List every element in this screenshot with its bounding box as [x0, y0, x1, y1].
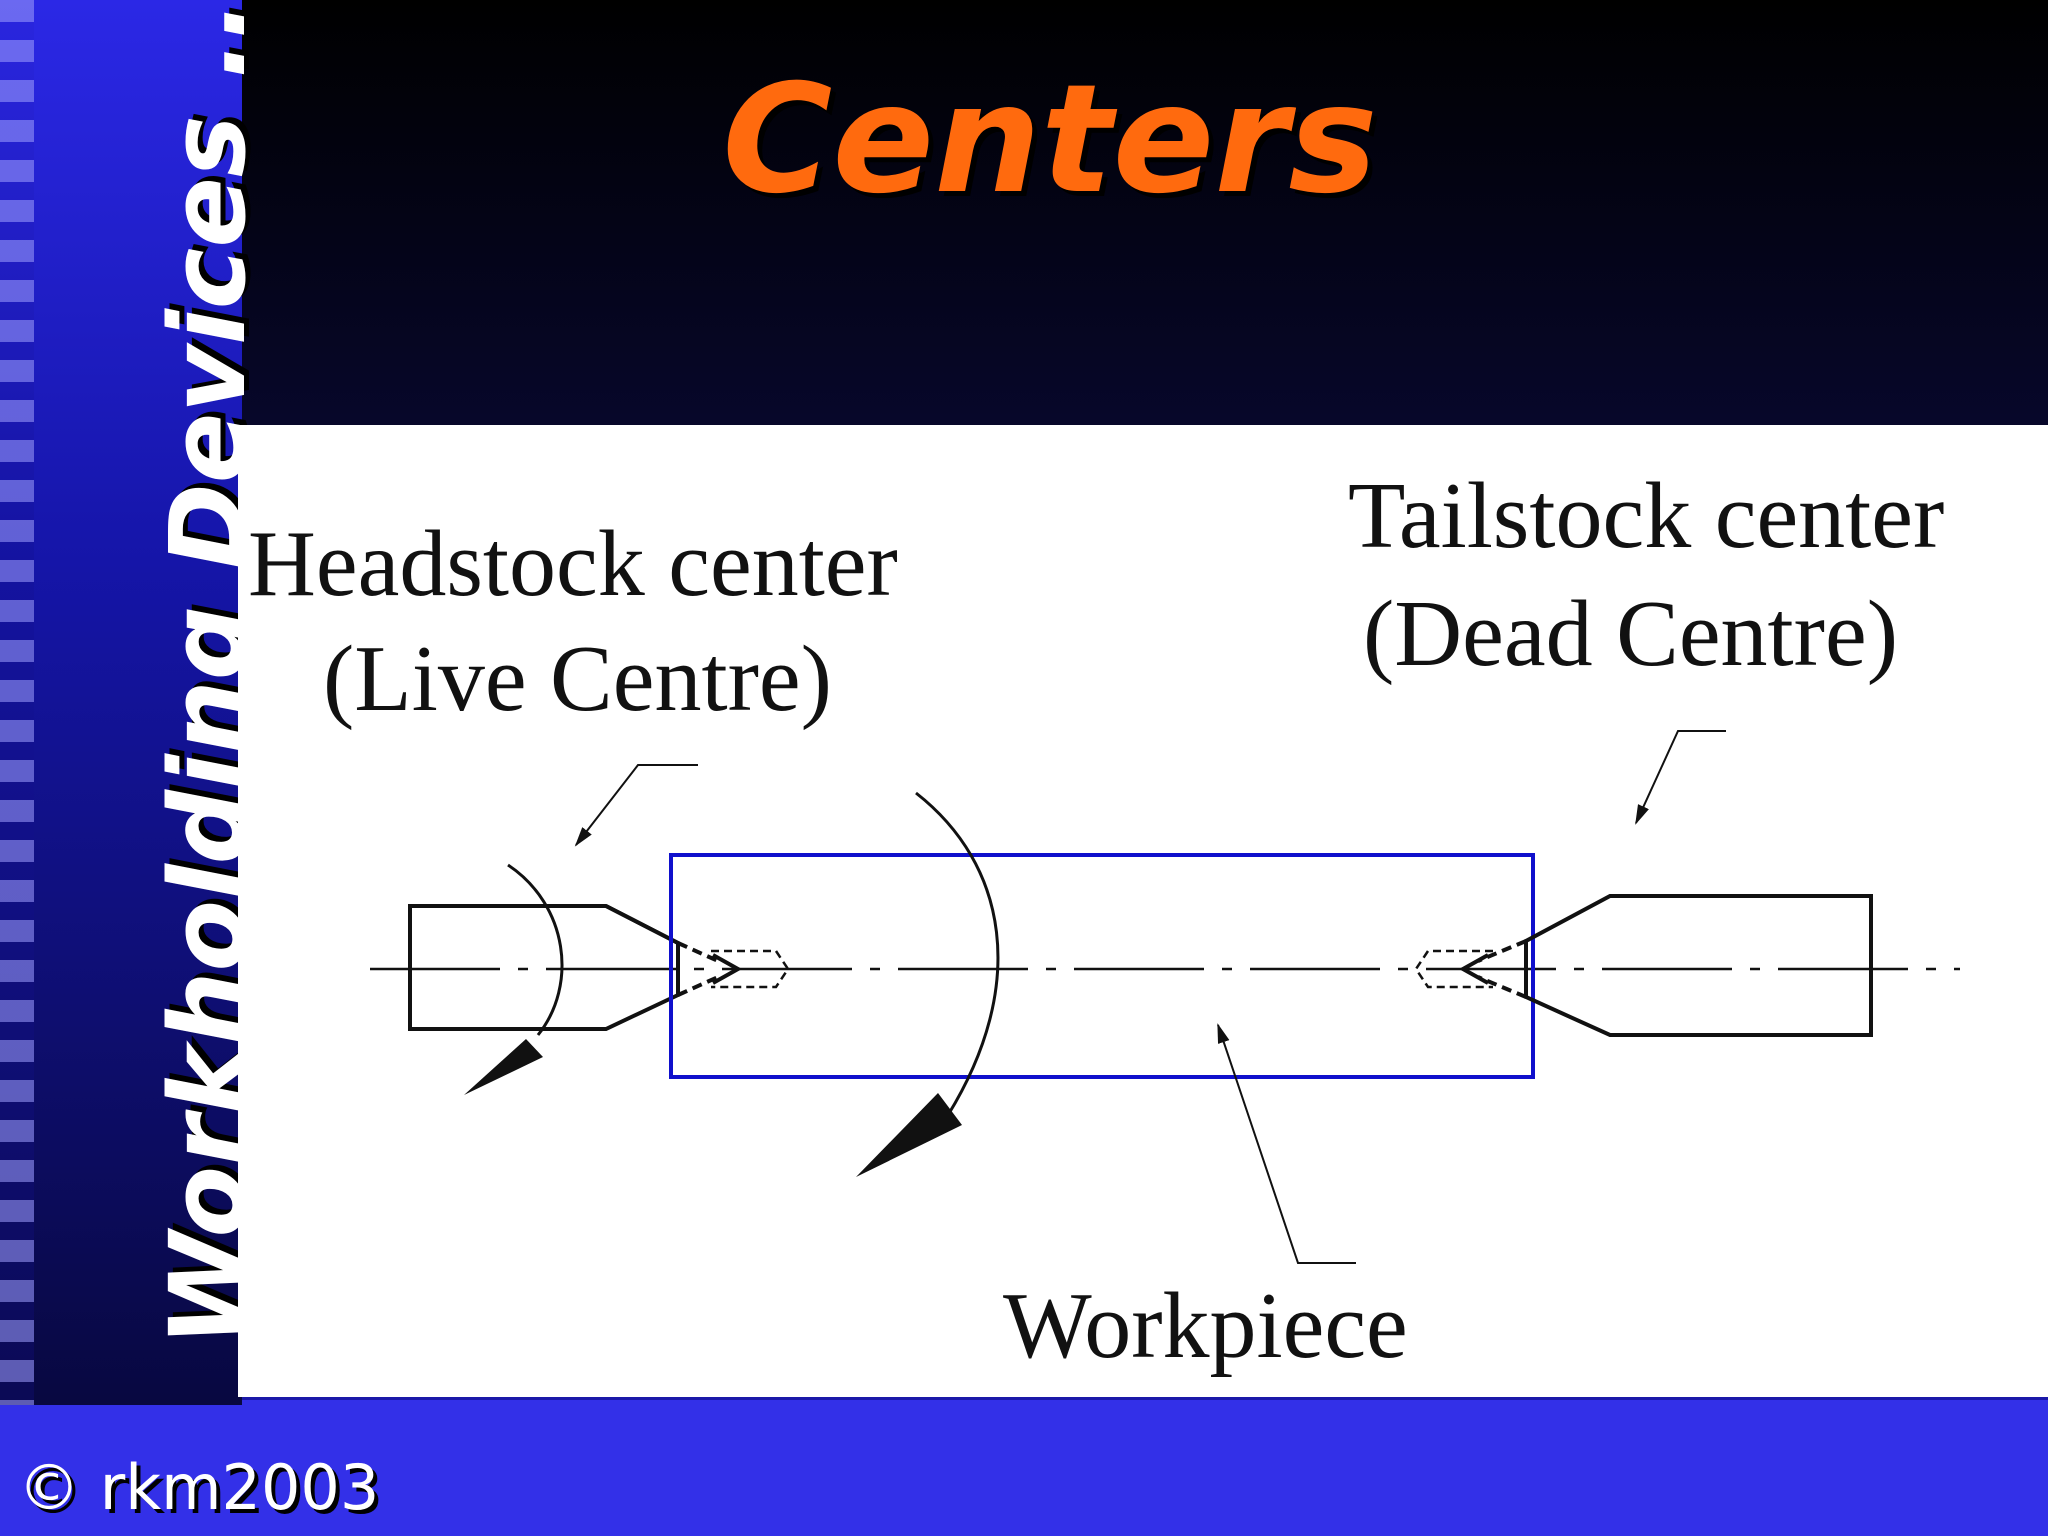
lathe-centers-diagram: Headstock center (Live Centre) Tailstock…: [248, 464, 1960, 1378]
sidebar: [0, 0, 242, 1405]
slide-title: Centers: [722, 53, 1378, 227]
copyright-text: © rkm2003: [18, 1451, 380, 1524]
leader-lines: [574, 730, 1726, 1264]
headstock-rotation-arrow: [464, 863, 564, 1095]
workpiece-label: Workpiece: [1003, 1274, 1408, 1378]
tailstock-label-line1: Tailstock center: [1348, 464, 1944, 568]
workpiece-shape: [669, 853, 1535, 1079]
headstock-label-line2: (Live Centre): [323, 627, 832, 731]
diagram-panel: Headstock center (Live Centre) Tailstock…: [238, 425, 2048, 1397]
workpiece-center-holes: [711, 949, 1493, 989]
headstock-center: [408, 904, 743, 1031]
tailstock-center: [1458, 894, 1873, 1037]
sidebar-gradient: [34, 0, 242, 1405]
workpiece-rotation-arrow: [856, 791, 1000, 1177]
tailstock-label-line2: (Dead Centre): [1363, 582, 1898, 686]
headstock-label-line1: Headstock center: [248, 512, 898, 616]
